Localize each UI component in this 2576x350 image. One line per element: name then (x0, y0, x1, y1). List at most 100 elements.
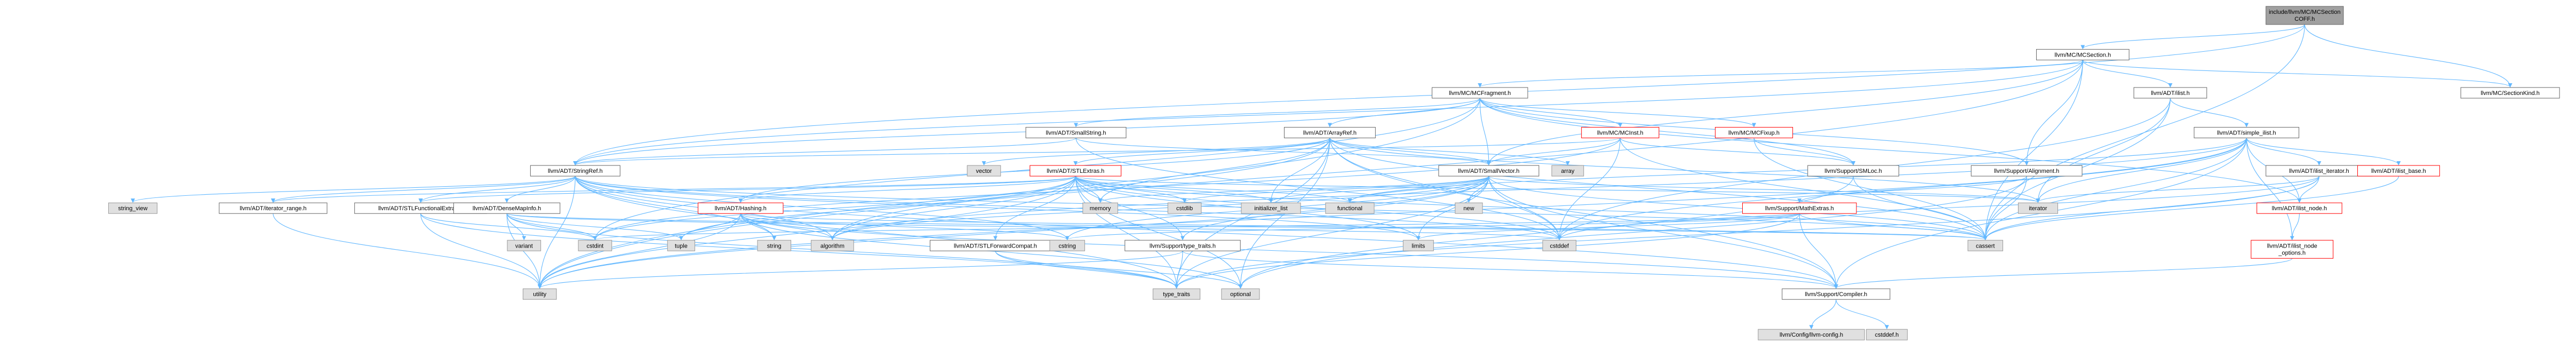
graph-node-label: cassert (1976, 243, 1995, 249)
graph-node-label: initializer_list (1254, 205, 1287, 212)
graph-node-ilist[interactable]: llvm/ADT/ilist.h (2133, 87, 2207, 99)
graph-edge-ilistnode-to-ilistnodeopts (2290, 213, 2300, 241)
graph-node-densemapinfo[interactable]: llvm/ADT/DenseMapInfo.h (453, 202, 561, 214)
graph-edge-mathextras-to-cassert (1799, 213, 1988, 241)
graph-node-simpleilist[interactable]: llvm/ADT/simple_ilist.h (2194, 127, 2300, 139)
graph-node-compiler[interactable]: llvm/Support/Compiler.h (1782, 288, 1891, 300)
graph-node-utility: utility (522, 288, 557, 300)
graph-node-hashing[interactable]: llvm/ADT/Hashing.h (698, 202, 784, 214)
graph-node-label: iterator (2029, 205, 2047, 212)
graph-node-smallvector[interactable]: llvm/ADT/SmallVector.h (1438, 165, 1540, 177)
graph-edge-simpleilist-to-iterator (2036, 138, 2247, 203)
graph-node-ilistnodeopts[interactable]: llvm/ADT/ilist_node_options.h (2251, 240, 2334, 259)
graph-edge-ilistiter-to-iterator (2036, 176, 2319, 203)
graph-node-mcfrag[interactable]: llvm/MC/MCFragment.h (1432, 87, 1528, 99)
graph-node-label: llvm/ADT/ilist_node (2267, 243, 2317, 249)
graph-node-box (1581, 127, 1660, 139)
graph-node-ilistiter[interactable]: llvm/ADT/ilist_iterator.h (2266, 165, 2373, 177)
graph-edge-ilistnodeopts-to-compiler (1834, 258, 2293, 289)
graph-node-label: llvm/Support/Alignment.h (1994, 168, 2059, 174)
graph-node-seckind[interactable]: llvm/MC/SectionKind.h (2460, 87, 2560, 99)
graph-node-box (1030, 165, 1122, 177)
graph-edge-smallstring-to-cstddef (1075, 138, 1562, 241)
graph-edge-arrayref-to-cassert (1329, 138, 1988, 241)
graph-node-cstring: cstring (1049, 240, 1085, 251)
graph-node-label: llvm/ADT/iterator_range.h (240, 205, 306, 212)
graph-edge-smallvector-to-limits (1416, 176, 1489, 241)
graph-node-alignment[interactable]: llvm/Support/Alignment.h (1971, 165, 2083, 177)
graph-edge-mcfrag-to-smallstring (1074, 98, 1480, 128)
graph-edge-stringref-to-cstddef (575, 176, 1562, 241)
graph-node-label: algorithm (820, 243, 844, 249)
graph-edge-densemapinfo-to-cstddef (506, 213, 1561, 241)
graph-edge-mathextras-to-cstring (1065, 213, 1800, 241)
graph-node-ilistbase[interactable]: llvm/ADT/ilist_base.h (2357, 165, 2440, 177)
graph-node-label: llvm/ADT/ilist.h (2151, 90, 2190, 97)
graph-node-cstddefh: cstddef.h (1866, 329, 1908, 340)
graph-edge-smallvector-to-functional (1347, 176, 1489, 203)
graph-node-label: llvm/MC/SectionKind.h (2481, 90, 2540, 97)
graph-node-box (1283, 127, 1376, 139)
graph-node-box (1221, 288, 1260, 300)
graph-edge-ilist-to-simpleilist (2170, 98, 2249, 128)
graph-edge-stlextras-to-tuple (679, 176, 1076, 241)
graph-edge-simpleilist-to-ilistiter (2246, 138, 2322, 166)
graph-node-iterrange[interactable]: llvm/ADT/iterator_range.h (219, 202, 328, 214)
graph-node-smallstring[interactable]: llvm/ADT/SmallString.h (1025, 127, 1127, 139)
graph-edge-mcsec-to-alignment (2024, 60, 2083, 166)
graph-node-mcsec[interactable]: llvm/MC/MCSection.h (2036, 49, 2130, 60)
graph-node-iterator: iterator (2017, 202, 2058, 214)
graph-edge-mcinst-to-smloc (1620, 138, 1856, 166)
graph-edge-stringref-to-cstring (575, 176, 1070, 241)
graph-edge-mcsec-to-ilist (2082, 60, 2173, 88)
graph-edge-stlforward-to-optional (995, 251, 1243, 289)
graph-node-stringview: string_view (108, 202, 158, 214)
graph-edge-typetraitsh-to-compiler (1182, 250, 1838, 289)
graph-node-tuple: tuple (667, 240, 696, 251)
graph-edge-ilistiter-to-typetraits (1174, 176, 2319, 289)
graph-node-label: llvm/ADT/SmallVector.h (1458, 168, 1519, 174)
graph-edge-root-to-mcsec (2080, 24, 2305, 50)
graph-node-typetraitsh[interactable]: llvm/Support/type_traits.h (1124, 240, 1241, 251)
graph-node-typetraits: type_traits (1152, 288, 1201, 300)
graph-node-label: functional (1337, 205, 1362, 212)
graph-node-arrayref[interactable]: llvm/ADT/ArrayRef.h (1283, 127, 1376, 139)
graph-node-box (1866, 329, 1908, 340)
graph-edge-stlextras-to-utility (537, 176, 1076, 289)
graph-edge-stlextras-to-iterator (1075, 176, 2040, 203)
graph-node-stlforward[interactable]: llvm/ADT/STLForwardCompat.h (929, 240, 1061, 251)
graph-edge-smloc-to-cassert (1853, 176, 1988, 241)
graph-node-box (1402, 240, 1434, 251)
graph-node-mcfixup[interactable]: llvm/MC/MCFixup.h (1714, 127, 1793, 139)
graph-node-label: llvm/MC/MCFragment.h (1449, 90, 1511, 97)
graph-node-label: llvm/Support/SMLoc.h (1824, 168, 1882, 174)
graph-node-stlextras[interactable]: llvm/ADT/STLExtras.h (1030, 165, 1122, 177)
graph-edge-hashing-to-tuple (679, 213, 741, 241)
graph-node-ilistnode[interactable]: llvm/ADT/ilist_node.h (2256, 202, 2342, 214)
graph-edge-densemapinfo-to-cassert (506, 213, 1987, 241)
graph-node-box (1551, 165, 1584, 177)
graph-node-new: new (1455, 202, 1483, 214)
graph-node-box (1455, 202, 1483, 214)
graph-node-mathextras[interactable]: llvm/Support/MathExtras.h (1742, 202, 1857, 214)
graph-node-box (108, 202, 158, 214)
graph-node-stringref[interactable]: llvm/ADT/StringRef.h (530, 165, 620, 177)
graph-node-box (530, 165, 620, 177)
graph-edge-typetraitsh-to-typetraits (1174, 251, 1183, 289)
graph-edge-stlextras-to-initlist (1075, 176, 1273, 203)
graph-edge-stlfunc-to-utility (420, 213, 542, 289)
graph-edge-densemapinfo-to-variant (506, 213, 527, 241)
graph-node-mcinst[interactable]: llvm/MC/MCInst.h (1581, 127, 1660, 139)
graph-node-smloc[interactable]: llvm/Support/SMLoc.h (1807, 165, 1900, 177)
graph-node-box (1049, 240, 1085, 251)
graph-edge-stlfunc-to-typetraits (420, 213, 1179, 289)
graph-node-label: llvm/ADT/DenseMapInfo.h (473, 205, 541, 212)
graph-edge-stringref-to-typetraits (575, 176, 1179, 289)
graph-node-limits: limits (1402, 240, 1434, 251)
graph-edge-densemapinfo-to-tuple (506, 213, 683, 241)
graph-node-box (1025, 127, 1127, 139)
graph-node-box (2194, 127, 2300, 139)
graph-node-box (2017, 202, 2058, 214)
edge-layer (131, 24, 2513, 330)
